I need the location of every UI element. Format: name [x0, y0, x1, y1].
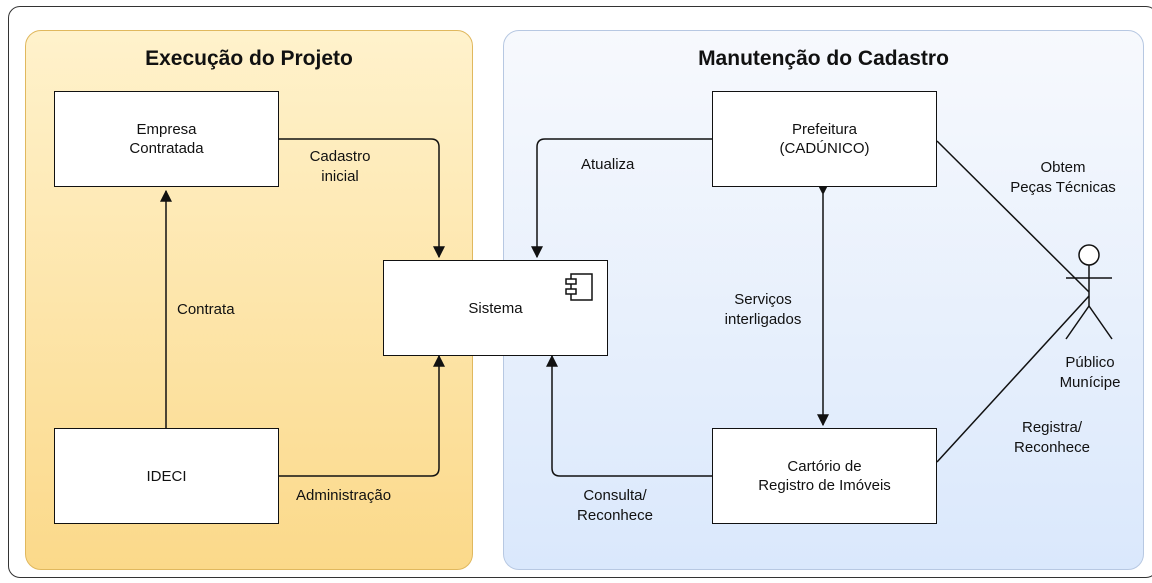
- edge-label-administracao: Administração: [296, 487, 392, 504]
- edge-registra: [936, 295, 1090, 463]
- node-cartorio: Cartório de Registro de Imóveis: [712, 428, 937, 524]
- diagram-frame: [8, 6, 1152, 578]
- edge-label-registra-line2: Reconhece: [1014, 439, 1090, 456]
- node-prefeitura: Prefeitura (CADÚNICO): [712, 91, 937, 187]
- edge-label-servicos-line2: interligados: [724, 311, 802, 328]
- node-sistema-label: Sistema: [468, 299, 523, 317]
- node-prefeitura-line1: Prefeitura: [791, 121, 858, 138]
- edge-label-cadastro-line2: inicial: [321, 168, 359, 185]
- node-empresa-line2: Contratada: [129, 140, 204, 157]
- edge-administracao: [279, 354, 445, 477]
- actor-label: Público Munícipe: [1050, 353, 1130, 393]
- edge-label-registra: Registra/ Reconhece: [997, 418, 1107, 458]
- edge-label-cadastro-line1: Cadastro: [309, 148, 371, 165]
- actor-label-line2: Munícipe: [1059, 374, 1121, 391]
- edge-label-obtem-line1: Obtem: [1040, 159, 1086, 176]
- region-manutencao-title: Manutenção do Cadastro: [698, 47, 949, 70]
- node-cartorio-line2: Registro de Imóveis: [758, 477, 891, 494]
- actor-label-line1: Público: [1065, 354, 1115, 371]
- edge-label-consulta-line1: Consulta/: [583, 487, 647, 504]
- edge-label-contrata: Contrata: [177, 301, 235, 318]
- edge-label-consulta-line2: Reconhece: [577, 507, 653, 524]
- edge-label-registra-line1: Registra/: [1021, 419, 1083, 436]
- edge-atualiza: [531, 138, 712, 259]
- component-icon: [565, 273, 593, 301]
- edge-consulta: [546, 354, 712, 477]
- edge-label-servicos-line1: Serviços: [734, 291, 792, 308]
- edge-label-consulta: Consulta/ Reconhece: [560, 486, 670, 526]
- node-empresa-contratada: Empresa Contratada: [54, 91, 279, 187]
- node-cartorio-line1: Cartório de: [787, 458, 862, 475]
- edge-label-obtem-line2: Peças Técnicas: [1010, 179, 1116, 196]
- edge-label-cadastro-inicial: Cadastro inicial: [295, 147, 385, 187]
- node-ideci: IDECI: [54, 428, 279, 524]
- edge-label-obtem: Obtem Peças Técnicas: [998, 158, 1128, 198]
- node-empresa-line1: Empresa: [136, 121, 197, 138]
- actor-figure: [1065, 244, 1113, 340]
- region-execucao-title: Execução do Projeto: [145, 47, 353, 70]
- edge-label-atualiza: Atualiza: [581, 156, 635, 173]
- edge-label-servicos: Serviços interligados: [708, 290, 818, 330]
- edge-obtem: [936, 140, 1090, 293]
- node-ideci-label: IDECI: [146, 467, 187, 485]
- edge-cadastro-inicial: [279, 138, 445, 259]
- node-prefeitura-line2: (CADÚNICO): [779, 140, 870, 157]
